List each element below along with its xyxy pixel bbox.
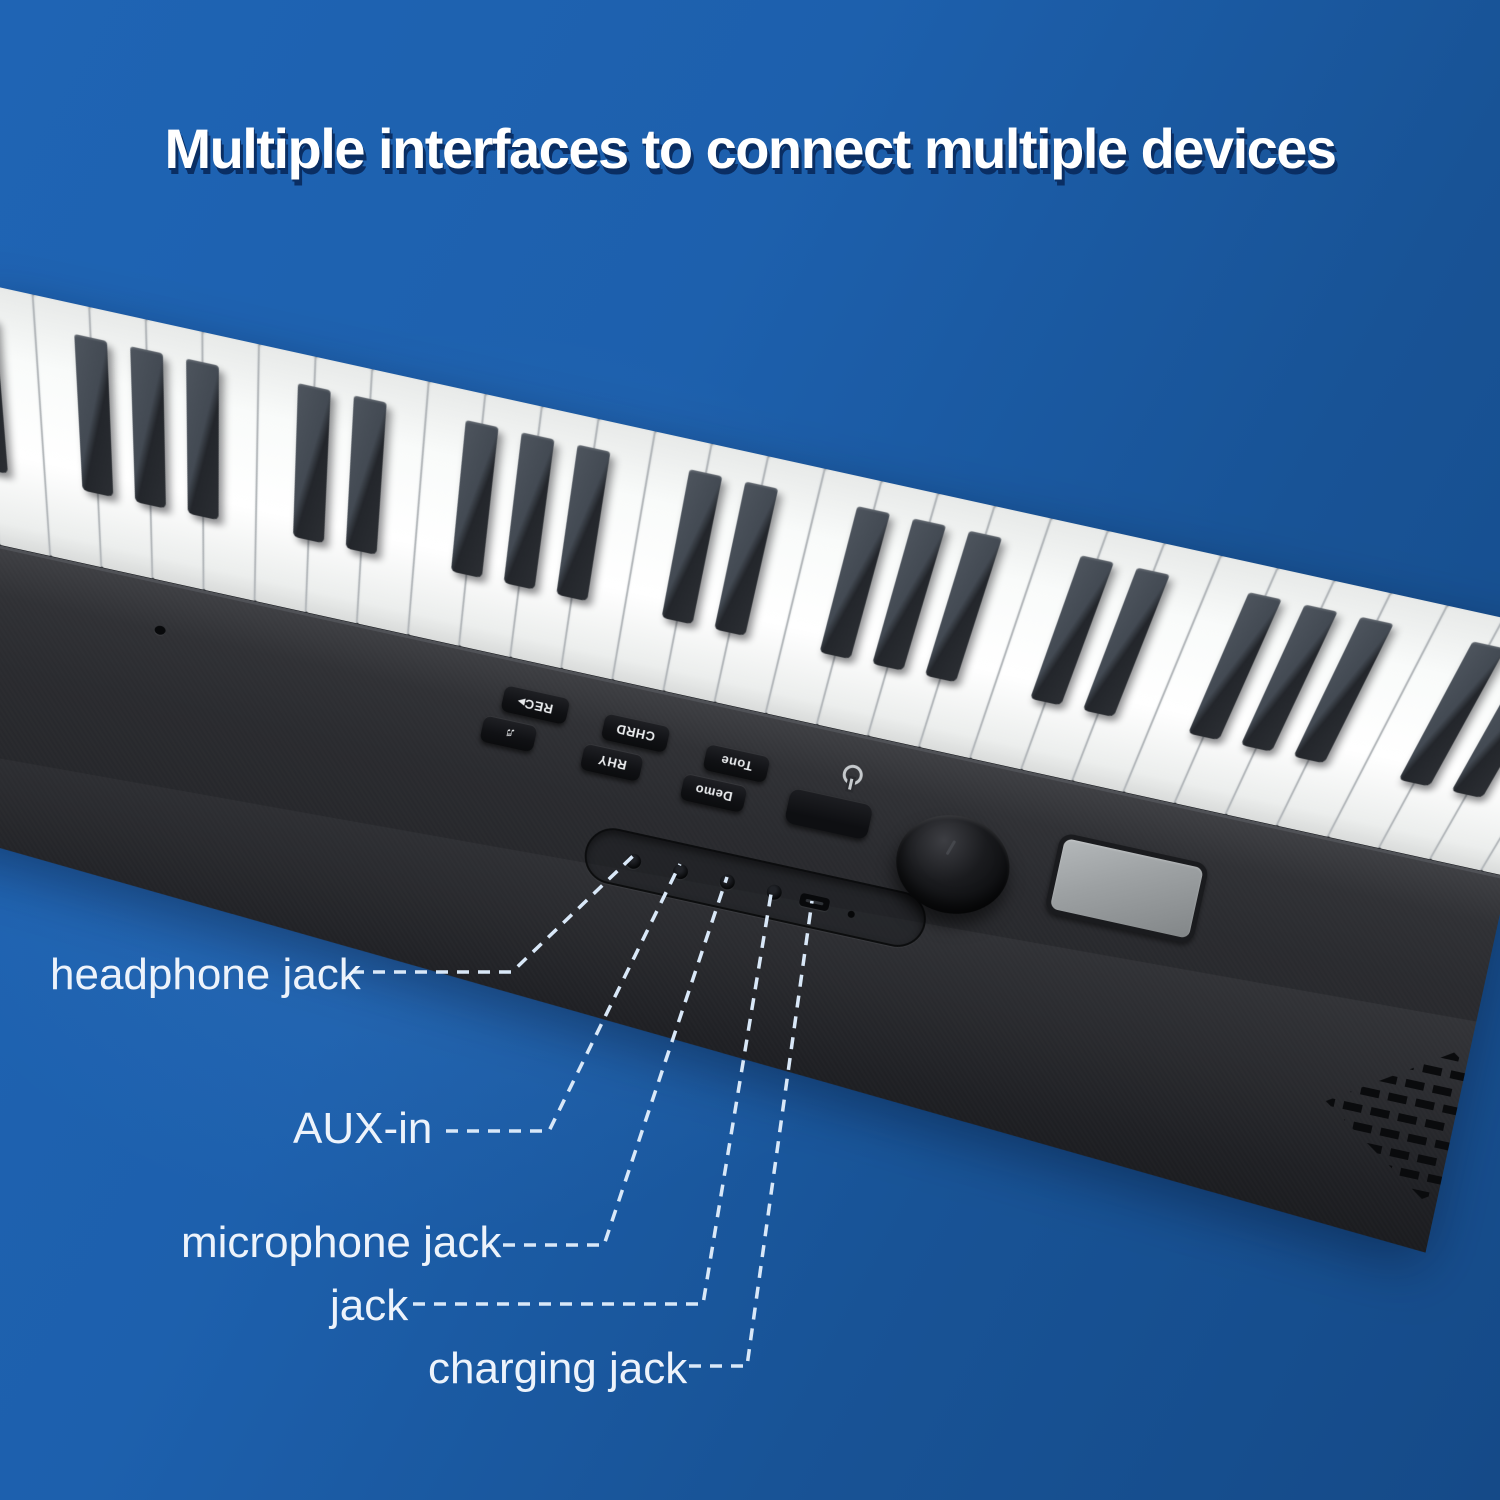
- reset-pinhole: [847, 910, 856, 919]
- aux-in-port: [671, 862, 690, 881]
- black-key[interactable]: [186, 358, 219, 521]
- label-jack: jack: [330, 1281, 409, 1330]
- label-microphone-jack: microphone jack: [181, 1218, 502, 1267]
- demo-button-label: Demo: [693, 781, 734, 805]
- headphone-jack-port: [624, 852, 643, 871]
- label-headphone-jack: headphone jack: [50, 950, 361, 999]
- music-note-icon: ♬: [500, 724, 517, 743]
- rec-button-label: REC▸: [516, 693, 555, 717]
- jack-port: [765, 883, 784, 902]
- rhythm-button-label: RHY: [596, 751, 628, 773]
- microphone-jack-port: [718, 873, 737, 891]
- black-key[interactable]: [130, 346, 166, 509]
- speaker-grille: [1300, 1026, 1500, 1226]
- black-key[interactable]: [74, 333, 114, 498]
- charging-port: [798, 892, 831, 912]
- chord-button-label: CHRD: [614, 721, 657, 745]
- page-title: Multiple interfaces to connect multiple …: [164, 117, 1337, 180]
- tone-button-label: Tone: [719, 752, 754, 774]
- piano-keyboard: REC▸ ♬ CHRD RHY Tone Demo: [0, 283, 1500, 1275]
- label-charging-jack: charging jack: [428, 1344, 688, 1393]
- label-aux-in: AUX-in: [293, 1104, 433, 1153]
